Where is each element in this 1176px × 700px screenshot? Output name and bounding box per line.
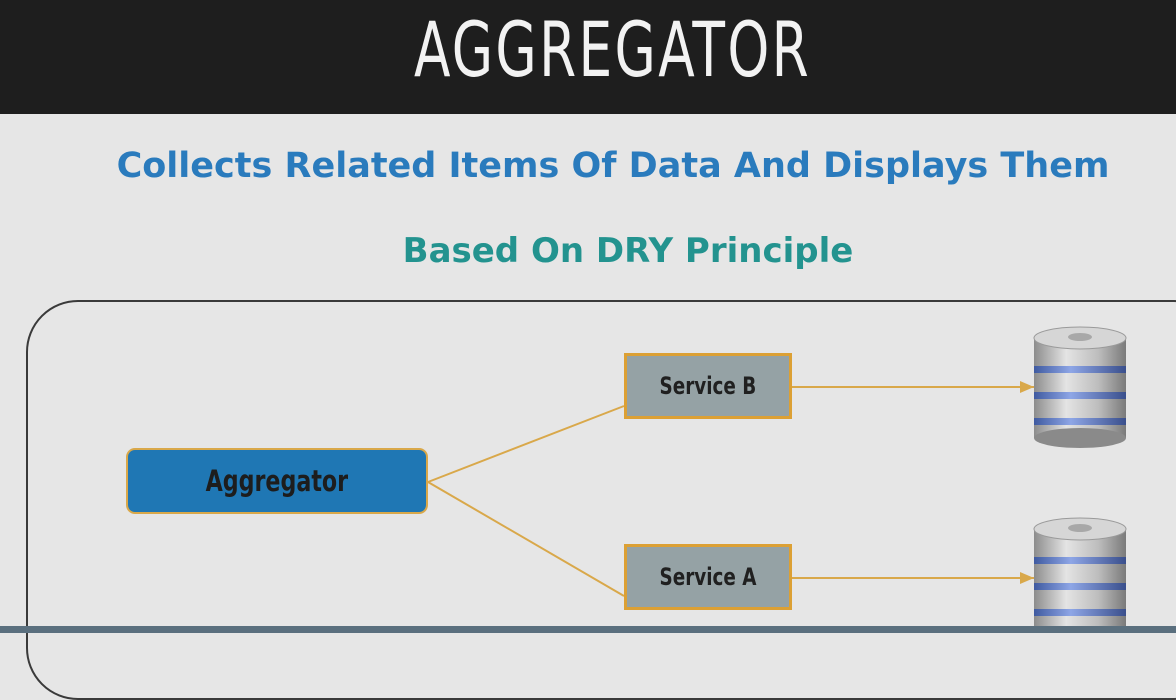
page-title: AGGREGATOR — [414, 5, 812, 94]
aggregator-node: Aggregator — [126, 448, 428, 514]
header-bar: AGGREGATOR — [0, 0, 1176, 114]
service-b-node: Service B — [624, 353, 792, 419]
database-icon — [1033, 517, 1127, 629]
service-a-node: Service A — [624, 544, 792, 610]
connector-aggregator-service-b — [427, 405, 625, 483]
diagram-canvas — [427, 326, 1127, 629]
connector-aggregator-service-a — [427, 481, 625, 597]
subtitle-principle: Based On DRY Principle — [402, 231, 854, 271]
service-b-label: Service B — [659, 372, 757, 400]
service-a-label: Service A — [659, 563, 757, 591]
subtitle-description: Collects Related Items Of Data And Displ… — [116, 146, 1110, 186]
bottom-bar — [0, 626, 1176, 633]
database-icon — [1033, 326, 1127, 448]
aggregator-label: Aggregator — [205, 464, 349, 498]
